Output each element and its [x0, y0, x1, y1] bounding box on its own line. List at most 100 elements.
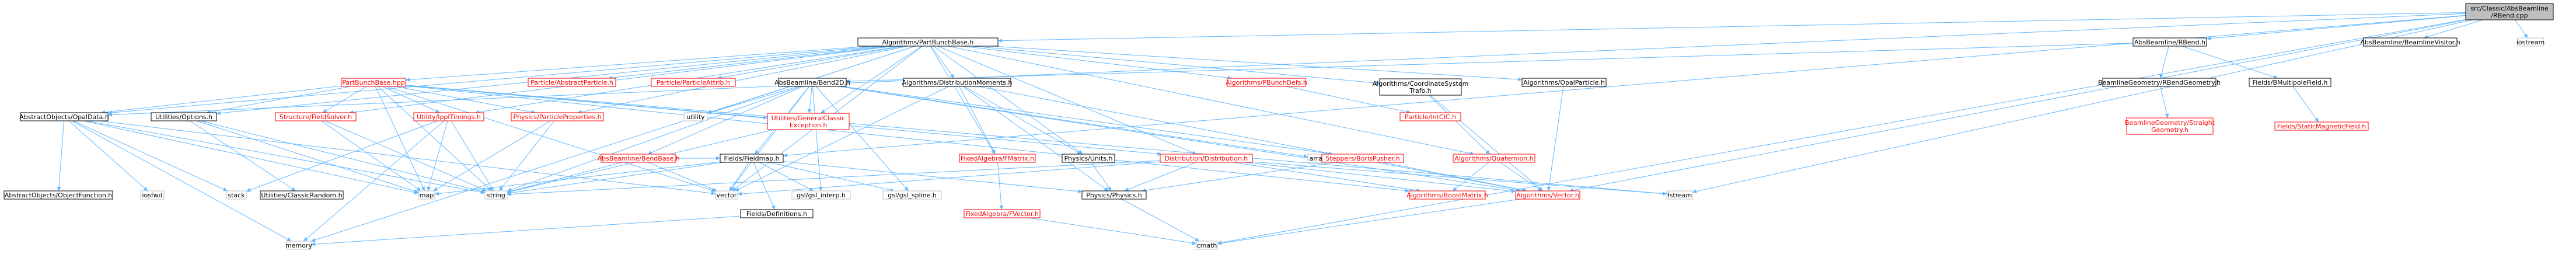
- node-box: [1227, 78, 1306, 87]
- node-algorithms-boostmatrix-h[interactable]: Algorithms/BoostMatrix.h: [1406, 190, 1488, 200]
- node-particle-abstractparticle-h[interactable]: Particle/AbstractParticle.h: [528, 78, 616, 87]
- node-fields-definitions-h[interactable]: Fields/Definitions.h: [740, 209, 814, 218]
- edge-distrib-to-fstream: [1252, 161, 1667, 196]
- edge-bend2d-to-spline: [815, 86, 909, 192]
- edge-distmom-to-physics: [962, 86, 1109, 192]
- edge-coordsys-to-algvector: [1430, 95, 1544, 192]
- node-label: Algorithms/PBunchDefs.h: [1226, 79, 1307, 86]
- node-box: [275, 112, 357, 121]
- node-absbeamline-bend2d-h[interactable]: AbsBeamline/Bend2D.h: [774, 78, 850, 87]
- node-label: AbsBeamline/BendBase.h: [597, 155, 679, 162]
- node-box: [260, 190, 344, 200]
- node-algorithms-opalparticle-h[interactable]: Algorithms/OpalParticle.h: [1521, 78, 1607, 87]
- edge-distrib-to-algvector: [1244, 162, 1516, 193]
- node-box: [2363, 37, 2458, 47]
- node-label: vector: [717, 192, 737, 199]
- node-stack[interactable]: stack: [226, 190, 247, 200]
- edge-fieldsolver-to-string: [324, 120, 487, 192]
- node-distribution-distribution-h[interactable]: Distribution/Distribution.h: [1160, 154, 1253, 163]
- node-particle-particleattrib-h[interactable]: Particle/ParticleAttrib.h: [651, 78, 736, 87]
- node-algorithms-vector-h[interactable]: Algorithms/Vector.h: [1515, 190, 1580, 200]
- node-box: [778, 78, 847, 87]
- node-algorithms-distributionmoments-h[interactable]: Algorithms/DistributionMoments.h: [902, 78, 1013, 87]
- node-fstream[interactable]: fstream: [1666, 190, 1693, 200]
- node-utility-ippltimings-h[interactable]: Utility/IpplTimings.h: [413, 112, 484, 121]
- edge-pbbhpp-to-genex: [405, 85, 768, 120]
- node-string[interactable]: string: [484, 190, 508, 200]
- node-box: [20, 112, 109, 121]
- edge-bend2d-to-algvector: [839, 86, 1521, 193]
- edge-pbb-to-distmom: [930, 46, 955, 79]
- edge-pbbhpp-to-vector: [386, 86, 716, 193]
- edge-fieldmap-to-spline: [769, 162, 895, 192]
- node-physics-units-h[interactable]: Physics/Units.h: [1062, 154, 1115, 163]
- node-box: [959, 154, 1036, 163]
- node-algorithms-partbunchbase-h[interactable]: Algorithms/PartBunchBase.h: [857, 37, 999, 47]
- node-fields-staticmagneticfield-h[interactable]: Fields/StaticMagneticField.h: [2274, 121, 2369, 131]
- node-box: [2126, 117, 2214, 135]
- node-label: AbsBeamline/BeamlineVisitor.h: [2360, 39, 2460, 46]
- node-gsl-gsl-interp-h[interactable]: gsl/gsl_interp.h: [791, 190, 851, 200]
- edge-pbb-to-tmatrix: [930, 46, 996, 155]
- node-label: FixedAlgebra/FMatrix.h: [961, 155, 1034, 162]
- edge-ppprop-to-string: [499, 120, 554, 192]
- node-fields-fieldmap-h[interactable]: Fields/Fieldmap.h: [720, 154, 784, 163]
- edge-pbb-to-opalpart: [992, 46, 1523, 82]
- node-box: [903, 78, 1011, 87]
- node-fields-bmultipolefield-h[interactable]: Fields/BMultipoleField.h: [2249, 78, 2331, 87]
- node-algorithms-quaternion-h[interactable]: Algorithms/Quaternion.h: [1453, 154, 1535, 163]
- node-box: [413, 112, 484, 121]
- node-structure-fieldsolver-h[interactable]: Structure/FieldSolver.h: [275, 112, 357, 121]
- node-iostream[interactable]: iostream: [2516, 37, 2544, 47]
- node-fixedalgebra-fvector-h[interactable]: FixedAlgebra/FVector.h: [964, 209, 1041, 218]
- edge-absrbend-to-multfield: [2181, 46, 2278, 79]
- edge-quat-to-algvector: [1499, 162, 1542, 192]
- node-label: AbstractObjects/ObjectFunction.h: [5, 192, 113, 199]
- node-cmath[interactable]: cmath: [1196, 241, 1218, 250]
- edge-pbdata-to-p1cic: [1286, 86, 1411, 114]
- node-vector[interactable]: vector: [715, 190, 738, 200]
- node-box: [140, 190, 165, 200]
- node-physics-physics-h[interactable]: Physics/Physics.h: [1081, 190, 1147, 200]
- node-label: BeamlineGeometry/RBendGeometry.h: [2098, 79, 2221, 86]
- node-abstractobjects-objectfunction-h[interactable]: AbstractObjects/ObjectFunction.h: [4, 190, 113, 200]
- edge-pbbhpp-to-utilopt: [206, 86, 351, 114]
- edge-ppprop-to-map: [433, 120, 551, 192]
- edge-pbbhpp-to-ippl: [382, 86, 440, 113]
- node-utilities-classicrandom-h[interactable]: Utilities/ClassicRandom.h: [260, 190, 344, 200]
- edge-stepper-to-physics: [1142, 162, 1335, 193]
- node-steppers-borispusher-h[interactable]: Steppers/BorisPusher.h: [1321, 154, 1404, 163]
- node-map[interactable]: map: [418, 190, 435, 200]
- node-physics-particleproperties-h[interactable]: Physics/ParticleProperties.h: [511, 112, 604, 121]
- node-src-classic-absbeamline-rbend-cpp[interactable]: src/Classic/AbsBeamline/RBend.cpp: [2465, 3, 2554, 20]
- node-iosfwd[interactable]: iosfwd: [140, 190, 165, 200]
- node-box: [1515, 190, 1580, 200]
- node-partbunchbase-hpp[interactable]: PartBunchBase.hpp: [341, 78, 406, 87]
- node-beamlinegeometry-rbendgeometry-h[interactable]: BeamlineGeometry/RBendGeometry.h: [2098, 78, 2221, 87]
- node-label: Algorithms/Quaternion.h: [1454, 155, 1533, 162]
- node-absbeamline-rbend-h[interactable]: AbsBeamline/RBend.h: [2132, 37, 2207, 47]
- node-gsl-gsl-spline-h[interactable]: gsl/gsl_spline.h: [882, 190, 942, 200]
- node-utilities-options-h[interactable]: Utilities/Options.h: [151, 112, 217, 121]
- edge-ippl-to-map: [427, 120, 448, 192]
- edge-pbb-to-memory: [310, 46, 916, 242]
- node-abstractobjects-opaldata-h[interactable]: AbstractObjects/OpalData.h: [19, 112, 109, 121]
- node-particle-intcic-h[interactable]: Particle/IntCIC.h: [1399, 112, 1461, 121]
- node-absbeamline-beamlinevisitor-h[interactable]: AbsBeamline/BeamlineVisitor.h: [2360, 37, 2460, 47]
- node-label: gsl/gsl_interp.h: [797, 192, 846, 199]
- node-absbeamline-bendbase-h[interactable]: AbsBeamline/BendBase.h: [597, 154, 680, 163]
- edge-utilopt-to-random: [190, 120, 296, 192]
- node-algorithms-pbunchdefs-h[interactable]: Algorithms/PBunchDefs.h: [1226, 78, 1307, 87]
- node-label: Algorithms/OpalParticle.h: [1523, 79, 1605, 86]
- node-box: [791, 190, 851, 200]
- node-fixedalgebra-fmatrix-h[interactable]: FixedAlgebra/FMatrix.h: [959, 154, 1036, 163]
- node-label: utility: [686, 113, 705, 121]
- node-memory[interactable]: memory: [285, 241, 312, 250]
- edge-tmatrix-to-fvector: [997, 162, 1004, 210]
- node-utility[interactable]: utility: [683, 112, 708, 121]
